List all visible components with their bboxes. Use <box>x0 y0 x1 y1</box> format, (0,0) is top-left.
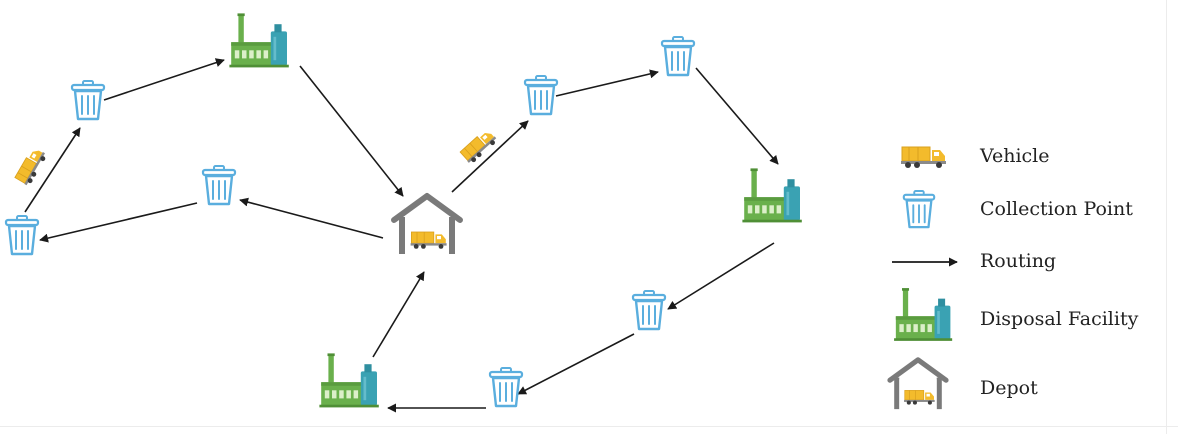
trash-bin-icon <box>488 367 524 408</box>
truck-icon <box>459 132 497 163</box>
factory-icon <box>894 288 953 341</box>
edge-cp-2-to-cp-3 <box>103 58 225 101</box>
edge-df-1-to-depot <box>239 197 384 239</box>
trash-bin-icon <box>631 290 667 331</box>
legend-label-depot: Depot <box>980 377 1038 399</box>
factory-icon <box>229 13 289 68</box>
depot-garage-icon <box>887 357 949 410</box>
edge-cp-5-to-df-2 <box>517 333 635 395</box>
edge-cp-3-to-df-1 <box>299 65 404 197</box>
trash-bin-icon <box>70 80 106 121</box>
trash-bin-icon <box>902 190 936 229</box>
edges-layer <box>24 58 779 413</box>
frame-edge-bottom <box>0 426 1178 427</box>
trash-bin-icon <box>201 165 237 206</box>
nodes-layer <box>4 13 802 408</box>
trash-bin-icon <box>660 36 696 77</box>
depot-garage-icon <box>391 193 463 254</box>
edge-depot-to-cp-4 <box>695 67 779 165</box>
frame-edge-right <box>1166 0 1167 434</box>
edge-cp-1-to-cp-2 <box>555 69 659 97</box>
edge-cp-4-to-cp-5 <box>667 242 775 310</box>
legend-icons <box>887 146 958 410</box>
legend-label-disposal-facility: Disposal Facility <box>980 308 1139 330</box>
factory-icon <box>742 168 802 223</box>
truck-icon <box>901 146 946 168</box>
trash-bin-icon <box>4 215 40 256</box>
edge-cp-7-to-df-3 <box>39 202 198 243</box>
factory-icon <box>319 353 379 408</box>
legend-label-routing: Routing <box>980 250 1057 272</box>
legend-label-vehicle: Vehicle <box>980 145 1050 167</box>
edge-df-3-to-depot <box>24 127 81 213</box>
truck-icon <box>14 150 46 186</box>
edge-cp-6-to-cp-7 <box>372 271 425 358</box>
edge-depot-to-cp-1 <box>451 120 529 193</box>
legend-label-collection-point: Collection Point <box>980 198 1133 220</box>
trash-bin-icon <box>523 75 559 116</box>
